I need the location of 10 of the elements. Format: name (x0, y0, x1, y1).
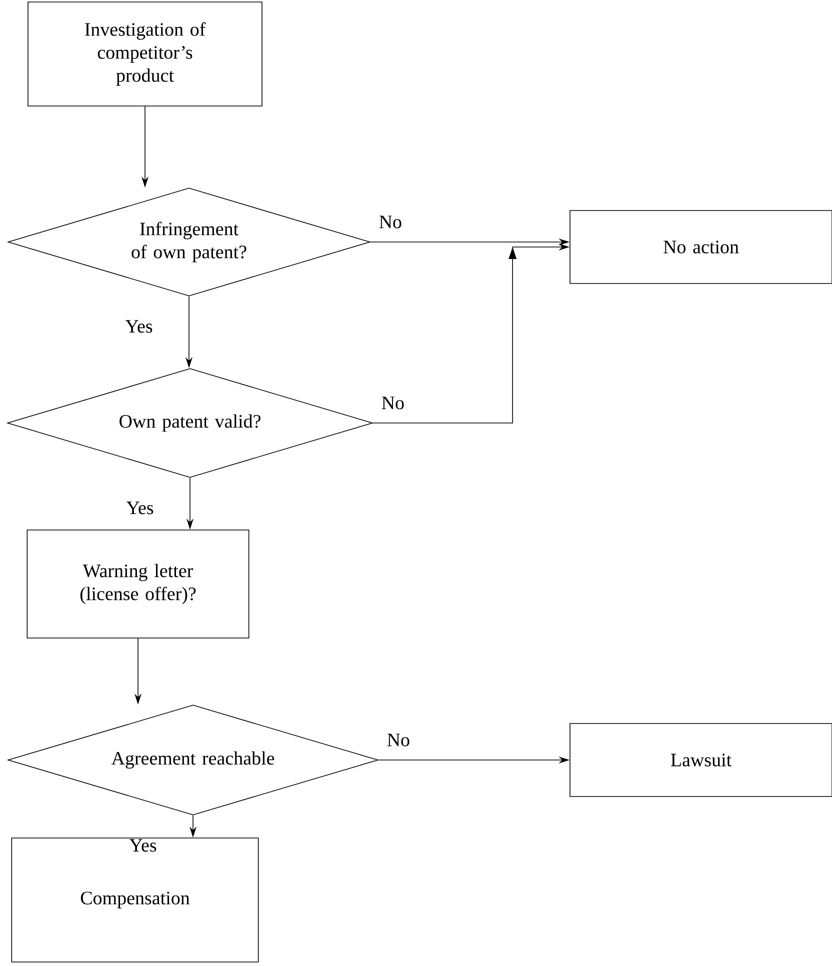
edge-label: Yes (129, 839, 156, 852)
edge-label: No (387, 734, 410, 746)
process-box: No action (570, 210, 832, 284)
process-box: Lawsuit (570, 723, 832, 797)
edge-label: No (382, 396, 404, 410)
edge-label: No (379, 216, 402, 228)
process-box: Warning letter (license offer)? (26, 530, 250, 638)
process-box: Investigation of competitor’s product (28, 2, 262, 106)
edge-label: Yes (126, 502, 154, 514)
edge-label: Yes (125, 320, 152, 333)
